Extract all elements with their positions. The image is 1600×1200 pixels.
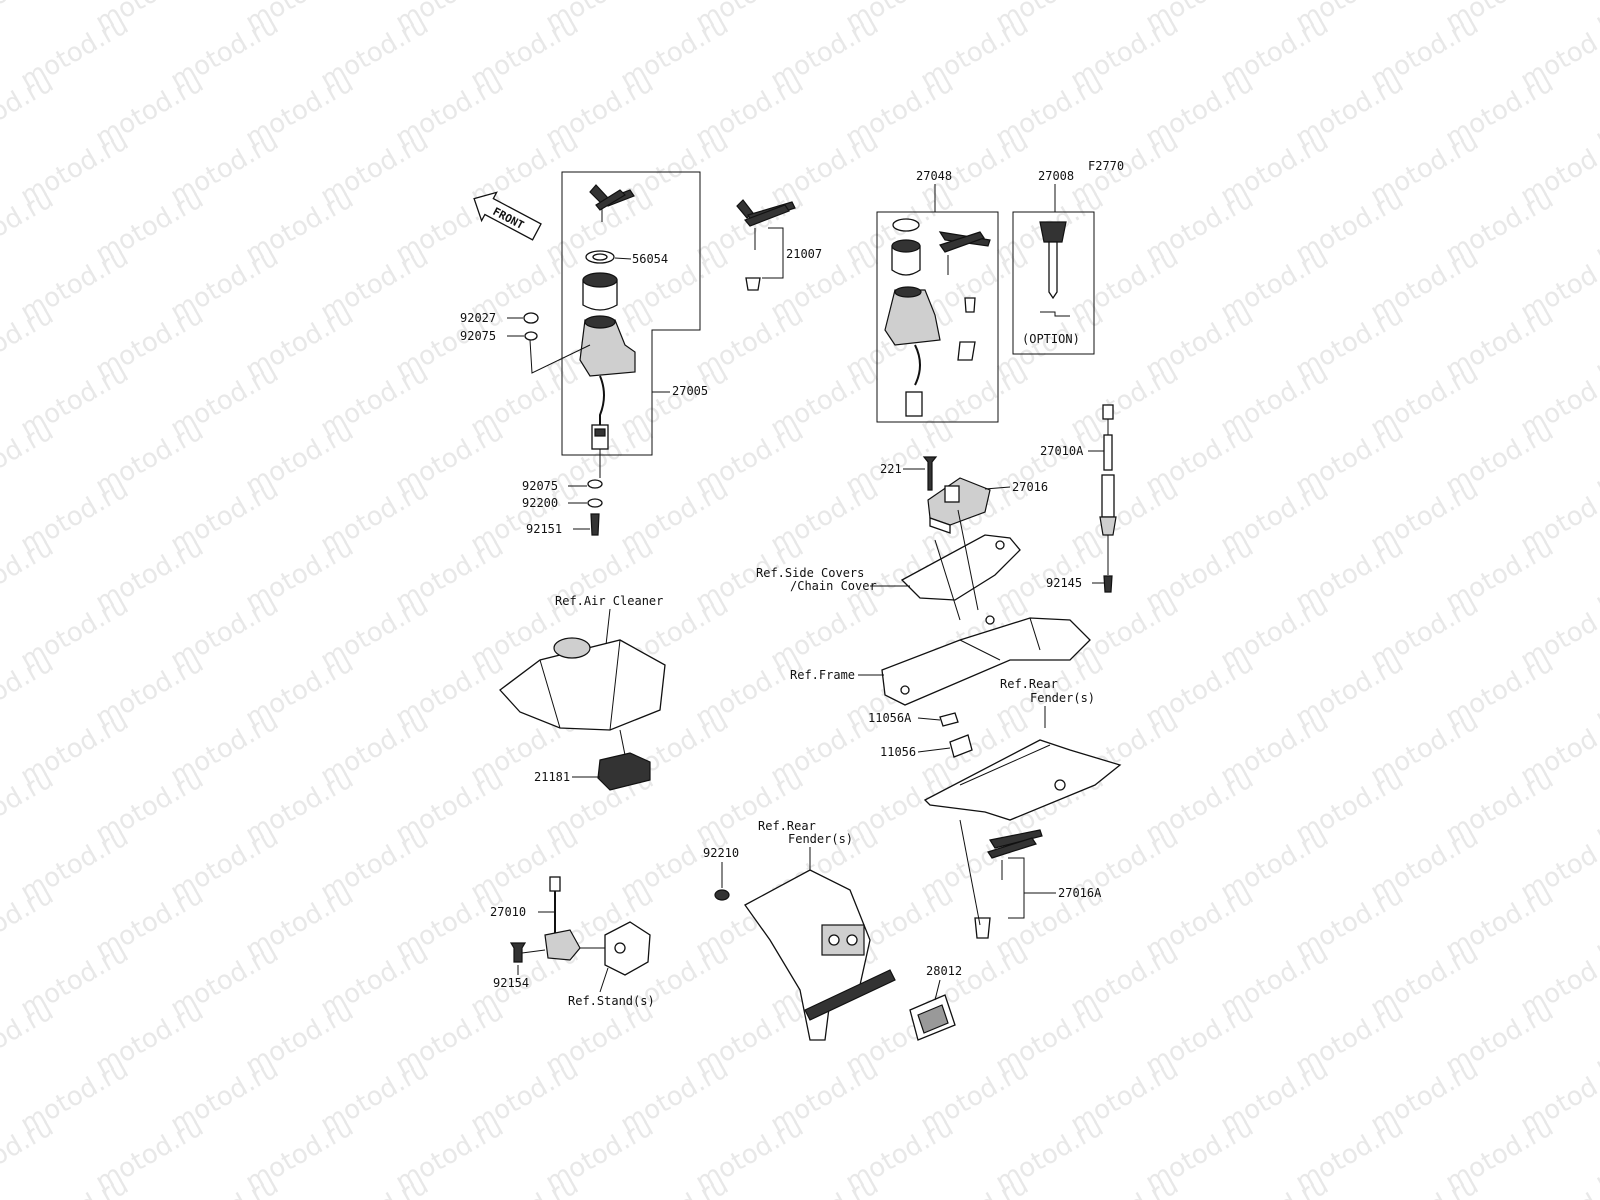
washer-92200-icon <box>587 498 603 508</box>
label-air-cleaner: Ref.Air Cleaner <box>555 594 663 608</box>
label-rear-fender-a1: Ref.Rear <box>1000 677 1058 691</box>
frame-icon <box>881 615 1091 706</box>
key-set-27016A-icon <box>959 819 1043 939</box>
label-56054: 56054 <box>632 252 668 266</box>
group-outline-27008 <box>1012 211 1095 355</box>
air-cleaner-box-icon <box>499 637 666 731</box>
label-92075-lower: 92075 <box>522 479 558 493</box>
washer-92075-icon <box>587 479 603 489</box>
label-92075-upper: 92075 <box>460 329 496 343</box>
group-outline-27048 <box>876 211 999 423</box>
label-221: 221 <box>880 462 902 476</box>
label-rear-fender-b2: Fender(s) <box>788 832 853 846</box>
nut-icon <box>523 312 539 324</box>
label-92145: 92145 <box>1046 576 1082 590</box>
label-92151: 92151 <box>526 522 562 536</box>
side-cover-bracket-icon <box>900 509 1021 621</box>
nut-92210-icon <box>714 889 730 901</box>
seat-lock-27016-icon <box>927 477 991 534</box>
bracket-11056-icon <box>949 734 973 758</box>
label-stand: Ref.Stand(s) <box>568 994 655 1008</box>
label-27010: 27010 <box>490 905 526 919</box>
figure-code: F2770 <box>1088 159 1124 173</box>
label-frame: Ref.Frame <box>790 668 855 682</box>
key-pair-icon <box>589 184 635 222</box>
key-set-21007-icon <box>736 199 796 291</box>
bolt-92151-icon <box>590 513 600 536</box>
label-27008: 27008 <box>1038 169 1074 183</box>
label-rear-fender-a2: Fender(s) <box>1030 691 1095 705</box>
label-28012: 28012 <box>926 964 962 978</box>
ecu-21181-icon <box>597 752 651 791</box>
label-11056A: 11056A <box>868 711 912 725</box>
label-11056: 11056 <box>880 745 916 759</box>
rear-fender-tray-icon <box>923 739 1122 821</box>
label-27048: 27048 <box>916 169 952 183</box>
label-92027: 92027 <box>460 311 496 325</box>
cap-icon <box>582 279 618 311</box>
group-outline-27005 <box>561 171 701 456</box>
label-27010A: 27010A <box>1040 444 1084 458</box>
key-cylinder-set-icon <box>884 218 991 417</box>
label-side-covers-2: /Chain Cover <box>790 579 877 593</box>
clip-11056A-icon <box>939 712 959 727</box>
label-92154: 92154 <box>493 976 529 990</box>
washer-small-icon <box>524 331 538 341</box>
label-92200: 92200 <box>522 496 558 510</box>
ignition-switch-group <box>523 171 701 536</box>
screw-221-icon <box>922 456 938 491</box>
label-27005: 27005 <box>672 384 708 398</box>
label-27016: 27016 <box>1012 480 1048 494</box>
label-21007: 21007 <box>786 247 822 261</box>
label-27016A: 27016A <box>1058 886 1102 900</box>
side-stand-switch-icon <box>509 876 651 976</box>
license-plate-holder-icon <box>744 869 896 1041</box>
blank-key-icon <box>1039 221 1070 317</box>
label-21181: 21181 <box>534 770 570 784</box>
label-option: (OPTION) <box>1022 332 1080 346</box>
label-side-covers-1: Ref.Side Covers <box>756 566 864 580</box>
label-92210: 92210 <box>703 846 739 860</box>
lock-body-icon <box>579 319 636 377</box>
front-arrow: FRONT <box>473 191 542 241</box>
switch-27010A-icon <box>1099 404 1117 593</box>
label-rear-fender-b1: Ref.Rear <box>758 819 816 833</box>
